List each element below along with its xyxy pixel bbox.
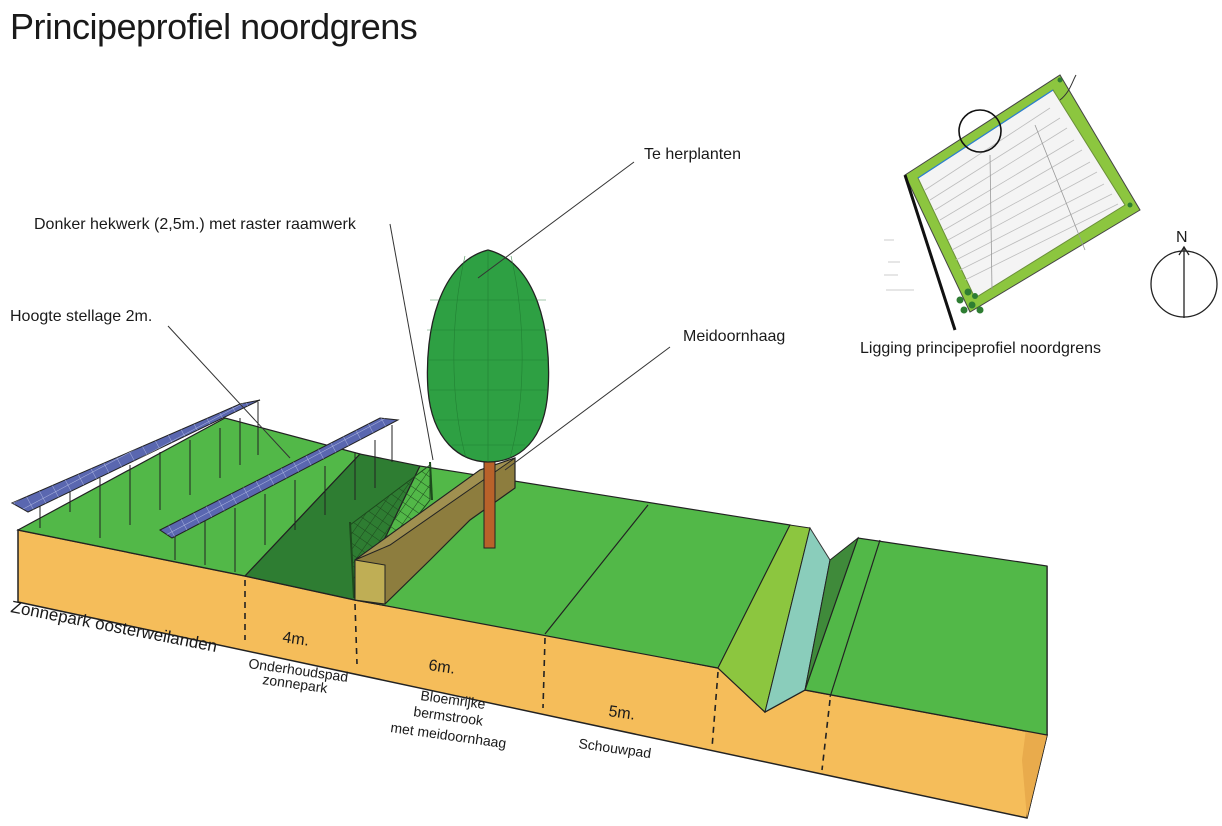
location-caption: Ligging principeprofiel noordgrens	[860, 340, 1102, 357]
solar-rack-2	[159, 417, 400, 572]
north-label: N	[1176, 229, 1188, 246]
callout-tree-label: Te herplanten	[644, 146, 741, 163]
location-marker-circle	[958, 109, 1002, 153]
hawthorn-hedge	[354, 457, 516, 605]
section-dividers	[244, 580, 831, 771]
callout-hedge-label: Meidoornhaag	[683, 328, 786, 345]
page-title: Principeprofiel noordgrens	[10, 6, 418, 47]
tree	[426, 249, 550, 549]
ground-surface	[16, 417, 1048, 736]
north-arrow-icon	[1150, 245, 1218, 318]
inspection-path-width: 5m.	[607, 703, 636, 724]
callout-leaders	[167, 161, 671, 471]
location-map	[884, 74, 1141, 331]
callout-fence-label: Donker hekwerk (2,5m.) met raster raamwe…	[34, 216, 356, 233]
maintenance-width: 4m.	[281, 629, 310, 650]
solar-rack-1	[10, 399, 261, 538]
callout-rack-label: Hoogte stellage 2m.	[10, 308, 153, 325]
flower-strip-width: 6m.	[427, 657, 456, 678]
inspection-path-line1: Schouwpad	[578, 735, 653, 761]
